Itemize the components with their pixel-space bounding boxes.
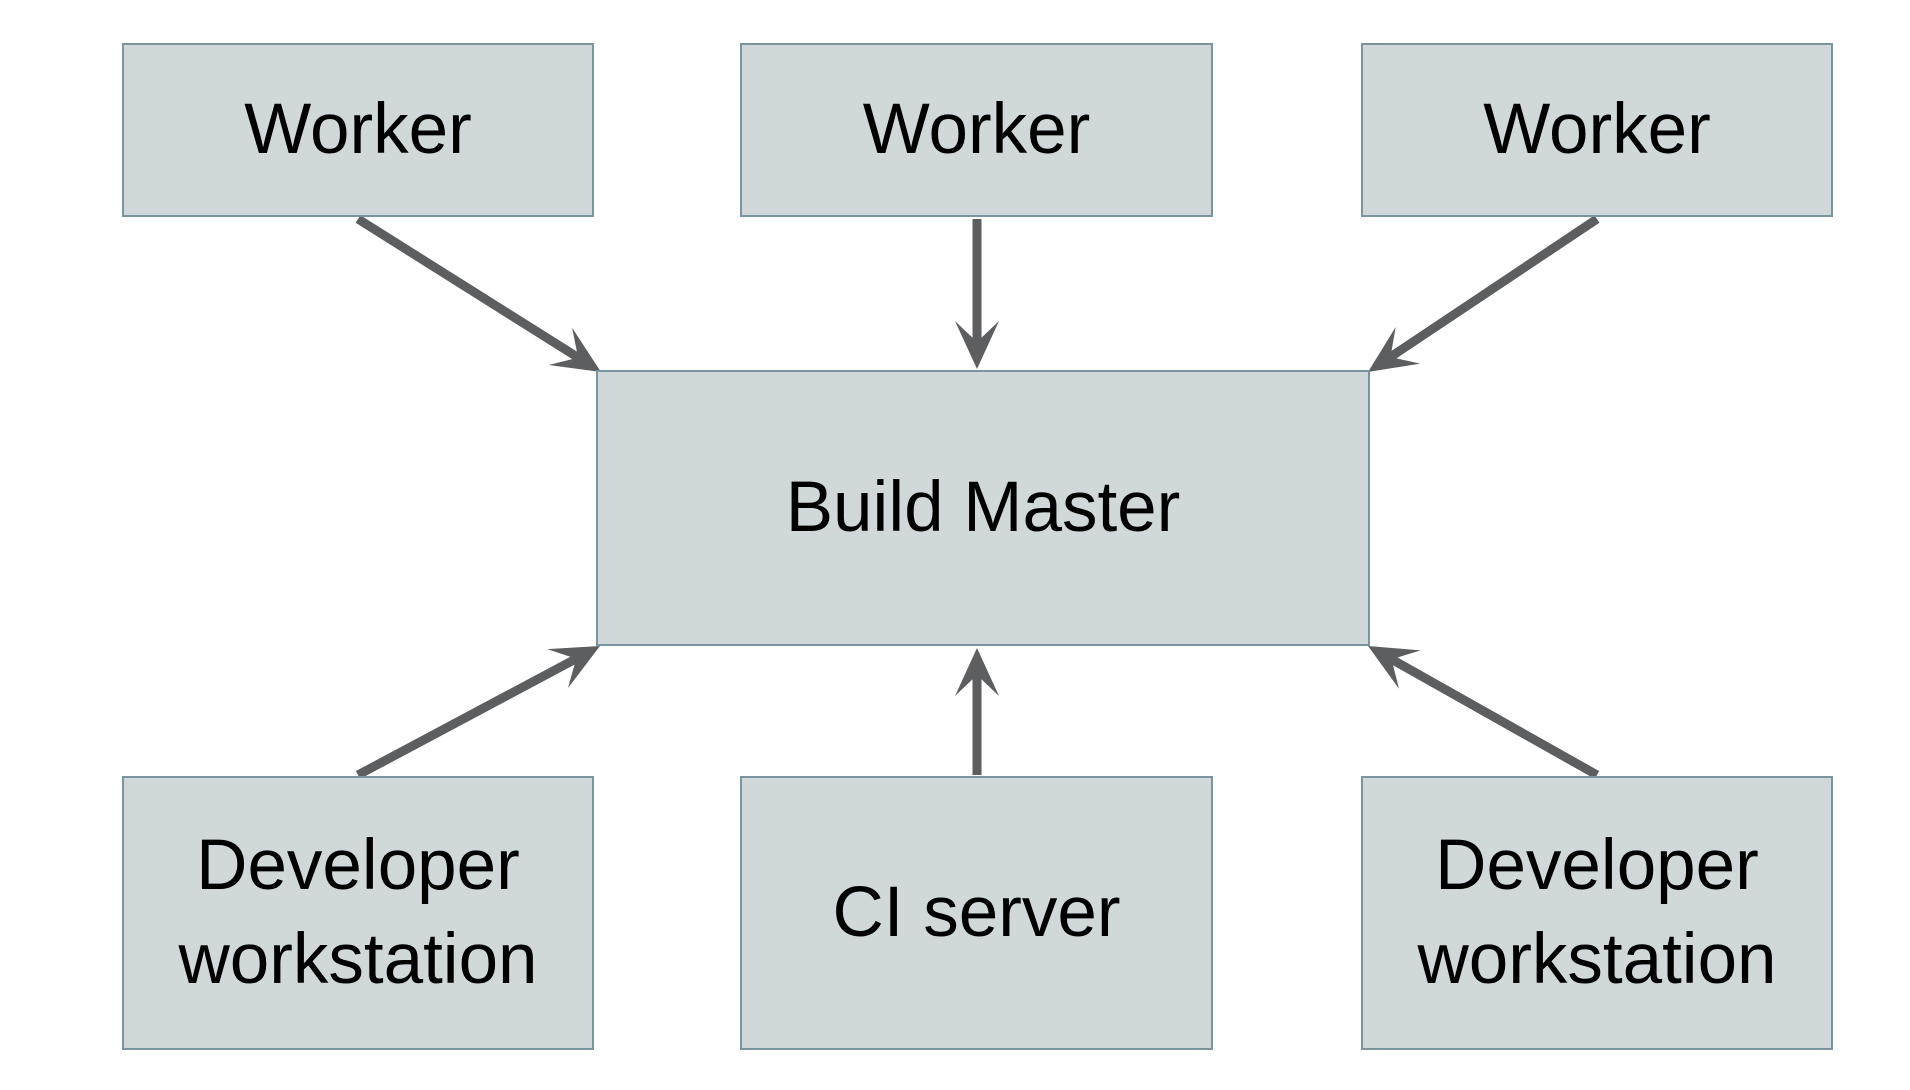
arrowhead-icon [1368, 327, 1421, 372]
node-developer-workstation-left: Developer workstation [122, 776, 594, 1050]
arrow-shaft [355, 654, 579, 779]
arrow-worker-3-to-build-master [1368, 215, 1600, 372]
node-worker-1: Worker [122, 43, 594, 217]
node-label: Build Master [785, 467, 1181, 547]
node-label: Worker [244, 89, 472, 169]
arrow-shaft [355, 215, 581, 362]
arrow-worker-2-to-build-master [955, 219, 999, 369]
arrow-shaft [1387, 215, 1600, 361]
node-build-master: Build Master [596, 370, 1370, 646]
arrow-ci-server-to-build-master [955, 648, 999, 775]
node-developer-workstation-right: Developer workstation [1361, 776, 1833, 1050]
node-worker-3: Worker [1361, 43, 1833, 217]
arrowhead-icon [955, 648, 999, 696]
arrowhead-icon [548, 327, 601, 372]
arrow-developer-workstation-left-to-build-master [355, 646, 600, 779]
node-label: CI server [832, 872, 1121, 952]
node-label: Worker [1483, 89, 1711, 169]
arrowhead-icon [955, 321, 999, 369]
node-label: Worker [862, 89, 1091, 169]
arrow-shaft [1389, 655, 1600, 779]
arrow-developer-workstation-right-to-build-master [1368, 646, 1600, 779]
arrow-worker-1-to-build-master [355, 215, 601, 372]
arrowhead-icon [547, 646, 600, 688]
node-ci-server: CI server [740, 776, 1213, 1050]
node-worker-2: Worker [740, 43, 1213, 217]
node-label: Developer workstation [1417, 825, 1777, 999]
arrowhead-icon [1368, 646, 1421, 689]
node-label: Developer workstation [178, 825, 538, 999]
